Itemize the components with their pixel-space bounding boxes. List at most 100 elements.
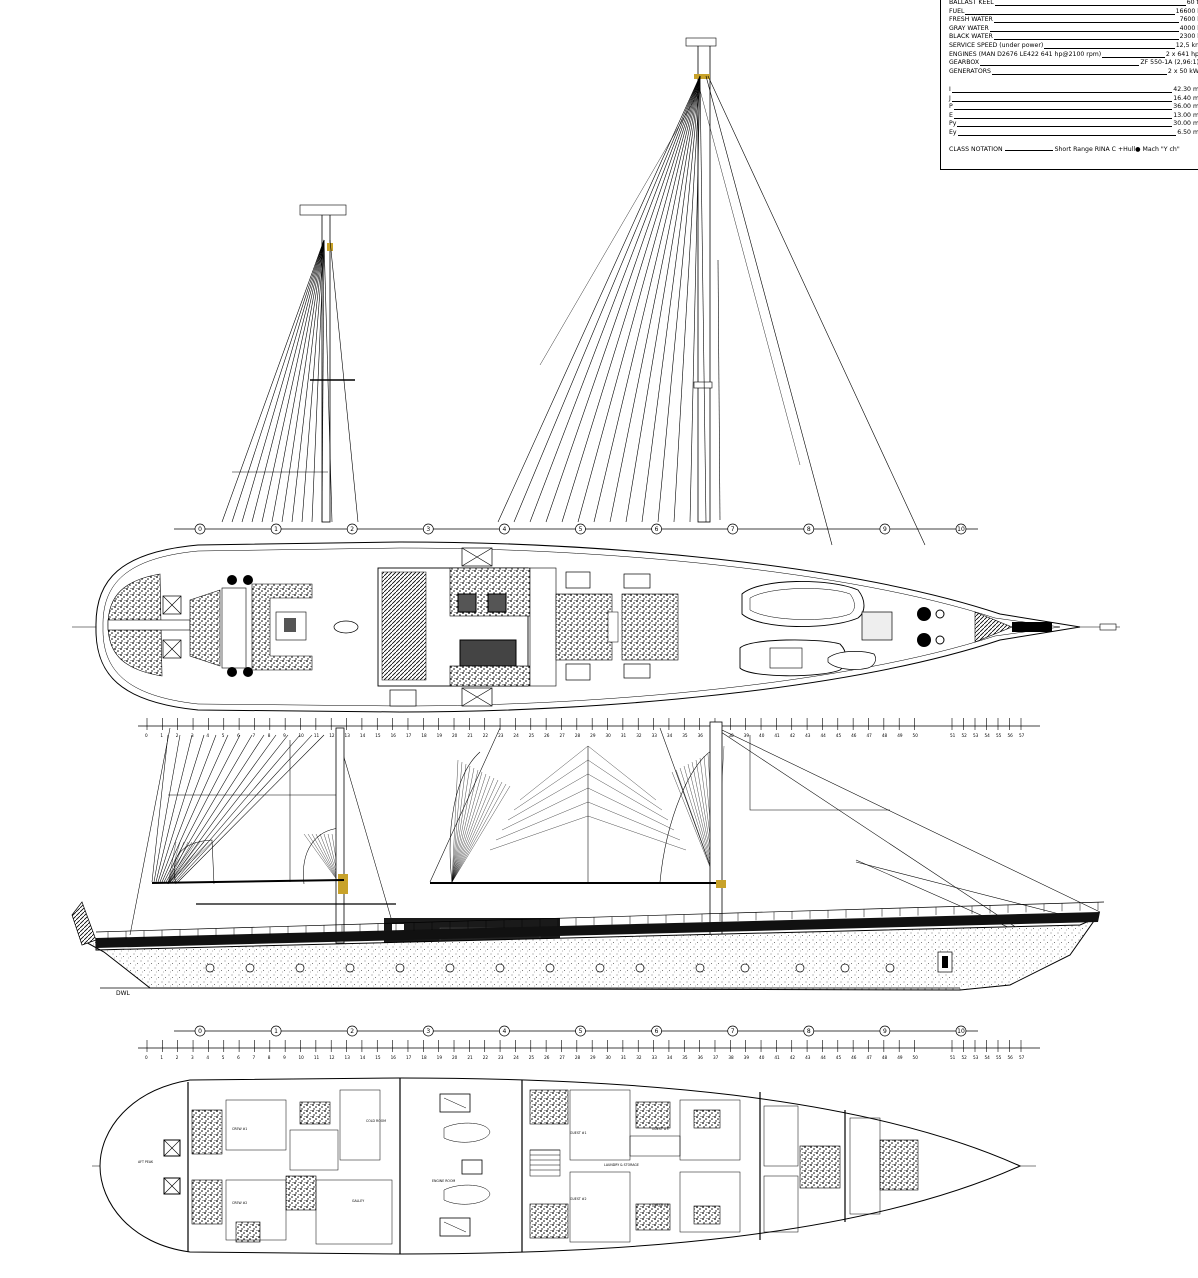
frame-tick-label: 10 [299,733,305,738]
specs-value: 4000 l [1178,24,1198,33]
rig-value: 36.00 m [1172,103,1198,112]
class-notation-value: Short Range RINA C +Hull● Mach "Y ch" [1054,146,1180,153]
porthole [495,963,505,973]
station-label: 10 [957,526,965,533]
porthole [395,963,405,973]
frame-tick-label: 26 [544,733,550,738]
frame-tick-label: 48 [882,1055,888,1060]
rig-value: 6.50 m [1176,129,1198,137]
frame-tick-label: 1 [160,1055,163,1060]
frame-tick-label: 6 [237,733,240,738]
engine-room-label: ENGINE ROOM [432,1179,455,1183]
porthole [445,963,455,973]
station-marker [499,1025,510,1037]
rig-label: J [949,94,952,103]
frame-tick-label: 13 [345,733,351,738]
station-label: 6 [655,1028,659,1035]
station-label: 0 [198,526,202,533]
station-label: 2 [350,1028,354,1035]
station-marker [575,523,586,535]
frame-tick-label: 48 [882,733,888,738]
station-label: 6 [655,526,659,533]
frame-tick-label: 53 [973,1055,979,1060]
porthole [545,963,555,973]
profile-view: DWL [71,721,1105,997]
frame-tick-label: 53 [973,733,979,738]
frame-tick-label: 54 [985,1055,991,1060]
frame-tick-label: 42 [790,733,796,738]
station-label: 2 [350,526,354,533]
guest2-label: GUEST #2 [570,1197,587,1201]
station-label: 9 [883,1028,887,1035]
frame-tick-label: 25 [529,733,535,738]
frame-tick-label: 31 [621,733,627,738]
frame-tick-label: 28 [575,1055,581,1060]
frame-tick-label: 41 [774,733,780,738]
frame-tick-label: 38 [728,733,734,738]
frame-tick-label: 29 [590,733,596,738]
frame-tick-label: 3 [191,1055,194,1060]
frame-tick-label: 34 [667,733,673,738]
frame-tick-label: 45 [836,733,842,738]
frame-tick-label: 35 [682,733,688,738]
porthole [295,963,305,973]
frame-tick-label: 16 [391,733,397,738]
frame-tick-label: 5 [222,1055,225,1060]
frame-tick-label: 26 [544,1055,550,1060]
accommodation-plan: ENGINE ROOM AFT PEAK GALLEY COLD ROOM LA… [92,1077,1036,1255]
frame-tick-label: 20 [452,1055,458,1060]
guest4-label: GUEST #4 [652,1203,669,1207]
porthole [205,963,215,973]
station-label: 0 [198,1028,202,1035]
frame-tick-label: 35 [682,1055,688,1060]
frame-tick-label: 8 [268,1055,271,1060]
frame-tick-label: 2 [176,1055,179,1060]
deck-plan [72,541,1120,713]
guest3-label: GUEST #3 [652,1127,669,1131]
station-marker [194,1025,206,1037]
frame-tick-label: 15 [375,1055,381,1060]
station-label: 9 [883,526,887,533]
station-marker [803,523,815,535]
specs-row: SERVICE SPEED (under power)12,5 kn [949,42,1198,50]
specs-label: BALLAST KEEL [949,0,995,7]
rig-value: 30.00 m [1172,120,1198,129]
station-label: 8 [807,1028,811,1035]
station-marker [499,523,510,535]
frame-tick-label: 34 [667,1055,673,1060]
frame-tick-label: 9 [283,1055,286,1060]
frame-tick-label: 30 [606,1055,612,1060]
frame-tick-label: 18 [421,733,427,738]
frame-tick-label: 24 [513,1055,519,1060]
class-notation-label: CLASS NOTATION [949,146,1003,153]
specs-value: 12,5 kn [1174,42,1198,50]
guest1-label: GUEST #1 [570,1131,587,1135]
porthole [635,963,645,973]
rig-label: Ey [949,129,958,137]
galley-label: GALLEY [352,1199,364,1203]
specs-label: FUEL [949,7,966,16]
frame-tick-label: 49 [897,733,903,738]
station-marker [879,523,891,535]
frame-tick-label: 39 [744,733,750,738]
rig-elevation-top [221,37,926,546]
frame-tick-label: 56 [1008,733,1014,738]
rig-label: E [949,111,954,120]
frame-tick-label: 29 [590,1055,596,1060]
frame-tick-label: 23 [498,733,504,738]
frame-tick-label: 16 [391,1055,397,1060]
frame-tick-label: 0 [145,733,148,738]
frame-tick-label: 39 [744,1055,750,1060]
frame-tick-label: 3 [191,733,194,738]
frame-tick-label: 8 [268,733,271,738]
frame-tick-label: 20 [452,733,458,738]
frame-tick-label: 19 [437,1055,443,1060]
